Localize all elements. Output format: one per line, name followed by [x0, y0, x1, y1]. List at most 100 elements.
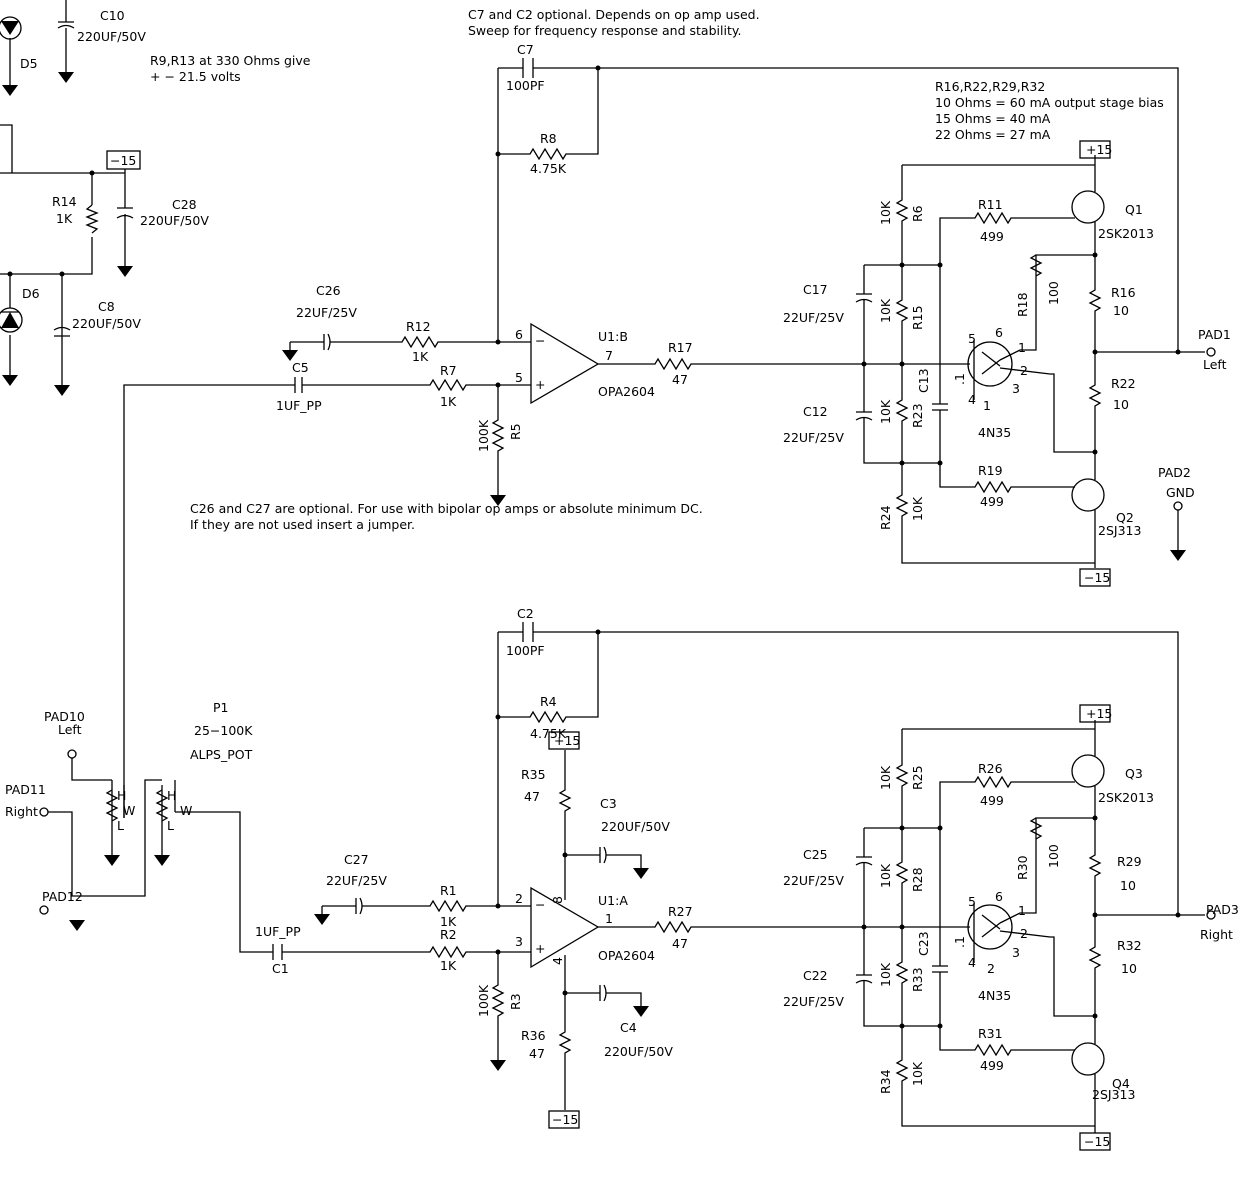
value-r11: 499 [980, 229, 1004, 244]
oc1-pin4: 4 [968, 392, 976, 407]
label-pad2: PAD2 [1158, 465, 1191, 480]
label-r24: R24 [878, 505, 893, 530]
value-r15: 10K [878, 298, 893, 323]
optocoupler-4n35-2 [967, 904, 1013, 950]
value-c2: 100PF [506, 643, 545, 658]
rail-pos15-q1: +15 [1086, 142, 1112, 157]
label-r3: R3 [508, 993, 523, 1010]
note-c26c27-2: If they are not used insert a jumper. [190, 517, 415, 532]
value-c23: .1 [952, 936, 967, 948]
label-r34: R34 [878, 1069, 893, 1094]
pot-right-l: L [167, 818, 174, 833]
value-r34: 10K [910, 1061, 925, 1086]
value-c17: 22UF/25V [783, 310, 844, 325]
label-r11: R11 [978, 197, 1003, 212]
label-q3: Q3 [1125, 766, 1143, 781]
label-r28: R28 [910, 867, 925, 892]
psu-section [0, 0, 141, 396]
value-r32: 10 [1121, 961, 1137, 976]
type-p1: ALPS_POT [190, 747, 253, 762]
rail-pos15-q3: +15 [1086, 706, 1112, 721]
pin-1: 1 [605, 911, 613, 926]
label-r27: R27 [668, 904, 693, 919]
note-bias-2: 10 Ohms = 60 mA output stage bias [935, 95, 1164, 110]
value-pad1: Left [1203, 357, 1227, 372]
value-r14: 1K [56, 211, 73, 226]
label-r35: R35 [521, 767, 546, 782]
label-r16: R16 [1111, 285, 1136, 300]
oc2-pin1: 1 [1018, 903, 1026, 918]
label-r26: R26 [978, 761, 1003, 776]
value-c7: 100PF [506, 78, 545, 93]
value-r17: 47 [672, 372, 688, 387]
opamp-b-minus: − [535, 333, 545, 348]
label-r2: R2 [440, 927, 457, 942]
value-q1: 2SK2013 [1098, 226, 1154, 241]
label-r17: R17 [668, 340, 693, 355]
value-c27: 22UF/25V [326, 873, 387, 888]
label-pad11: PAD11 [5, 782, 46, 797]
oc1-pin2: 2 [1020, 363, 1028, 378]
label-c2: C2 [517, 606, 534, 621]
value-opa-a: OPA2604 [598, 948, 655, 963]
label-p1: P1 [213, 700, 229, 715]
value-opa-b: OPA2604 [598, 384, 655, 399]
value-pad2: GND [1166, 485, 1195, 500]
label-c12: C12 [803, 404, 828, 419]
value-c5: 1UF_PP [276, 398, 322, 413]
note-c7c2-1: C7 and C2 optional. Depends on op amp us… [468, 7, 760, 22]
label-c23: C23 [916, 931, 931, 956]
value-c22: 22UF/25V [783, 994, 844, 1009]
value-r30: 100 [1046, 844, 1061, 868]
value-pad11: Right [5, 804, 38, 819]
note-r9r13-1: R9,R13 at 330 Ohms give [150, 53, 311, 68]
oc2-refnum: 2 [987, 961, 995, 976]
label-r1: R1 [440, 883, 457, 898]
rail-neg15-q4: −15 [1084, 1134, 1110, 1149]
value-oc2: 4N35 [978, 988, 1011, 1003]
label-d5: D5 [20, 56, 38, 71]
label-r31: R31 [978, 1026, 1003, 1041]
label-c5: C5 [292, 360, 309, 375]
value-r7: 1K [440, 394, 457, 409]
value-c10: 220UF/50V [77, 29, 146, 44]
value-oc1: 4N35 [978, 425, 1011, 440]
oc2-pin6: 6 [995, 889, 1003, 904]
top-channel [123, 58, 1216, 818]
oc1-pin5: 5 [968, 331, 976, 346]
value-c8: 220UF/50V [72, 316, 141, 331]
pot-left-h: H [117, 788, 126, 803]
value-pad3: Right [1200, 927, 1233, 942]
value-q4: 2SJ313 [1092, 1087, 1135, 1102]
label-c8: C8 [98, 299, 115, 314]
value-c26: 22UF/25V [296, 305, 357, 320]
label-r14: R14 [52, 194, 77, 209]
mosfet-q3 [1071, 754, 1105, 788]
opamp-u1b [530, 322, 600, 405]
label-c17: C17 [803, 282, 828, 297]
rail-pos15-opamp: +15 [554, 733, 580, 748]
opamp-a-plus: + [535, 941, 545, 956]
note-c7c2-2: Sweep for frequency response and stabili… [468, 23, 741, 38]
opamp-a-minus: − [535, 897, 545, 912]
label-r33: R33 [910, 967, 925, 992]
label-r25: R25 [910, 765, 925, 790]
label-c26: C26 [316, 283, 341, 298]
value-c25: 22UF/25V [783, 873, 844, 888]
diode-d6 [1, 312, 19, 328]
label-r4: R4 [540, 694, 557, 709]
value-q3: 2SK2013 [1098, 790, 1154, 805]
value-r29: 10 [1120, 878, 1136, 893]
label-c10: C10 [100, 8, 125, 23]
oc1-pin1: 1 [1018, 340, 1026, 355]
oc1-pin3: 3 [1012, 381, 1020, 396]
value-q2: 2SJ313 [1098, 523, 1141, 538]
pin-7: 7 [605, 348, 613, 363]
label-u1b: U1:B [598, 329, 628, 344]
pot-left-w: W [123, 803, 135, 818]
pin-3: 3 [515, 934, 523, 949]
value-r36: 47 [529, 1046, 545, 1061]
label-r18: R18 [1015, 292, 1030, 317]
label-c3: C3 [600, 796, 617, 811]
label-r5: R5 [508, 423, 523, 440]
